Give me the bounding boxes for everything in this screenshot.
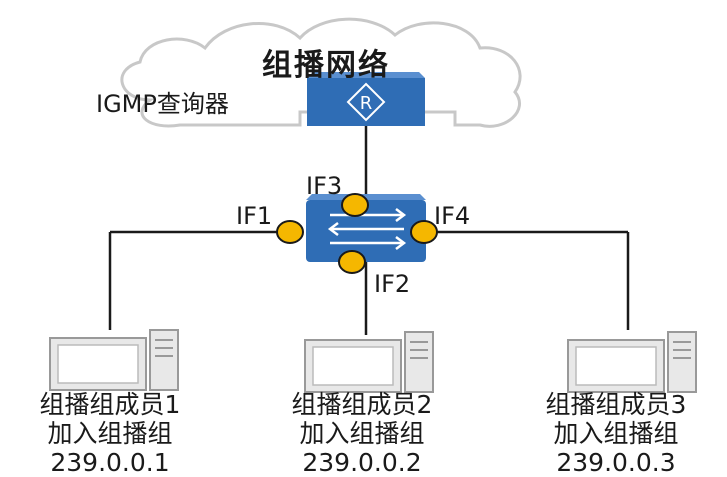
if4-label: IF4 [434,202,471,230]
host-2-action: 加入组播组 [299,419,425,448]
if3-dot [341,193,369,217]
host-1-group: 239.0.0.1 [50,448,170,477]
router-symbol: R [360,93,373,114]
host-2-member: 组播组成员2 [291,390,433,419]
if2-label: IF2 [374,270,411,298]
host-1-member: 组播组成员1 [39,390,181,419]
host-2-computer-icon [304,331,434,393]
if3-label: IF3 [306,172,343,200]
links [108,126,630,335]
if4-dot [410,220,438,244]
host-2-caption: 组播组成员2 加入组播组 239.0.0.2 [262,390,462,477]
router-icon: R [307,72,425,126]
host-1-action: 加入组播组 [47,419,173,448]
switch-icon [306,194,426,262]
host-3-caption: 组播组成员3 加入组播组 239.0.0.3 [516,390,716,477]
switch-arrows [327,208,407,250]
if2-dot [338,250,366,274]
host-3-member: 组播组成员3 [545,390,687,419]
host-3-computer-icon [567,331,697,393]
cloud-title: 组播网络 [262,48,390,83]
host-3-action: 加入组播组 [553,419,679,448]
router-label: IGMP查询器 [96,90,229,118]
if1-dot [276,220,304,244]
if1-label: IF1 [236,202,273,230]
host-2-group: 239.0.0.2 [302,448,422,477]
host-1-computer-icon [49,329,179,391]
host-3-group: 239.0.0.3 [556,448,676,477]
host-1-caption: 组播组成员1 加入组播组 239.0.0.1 [10,390,210,477]
interface-dots [276,193,438,274]
